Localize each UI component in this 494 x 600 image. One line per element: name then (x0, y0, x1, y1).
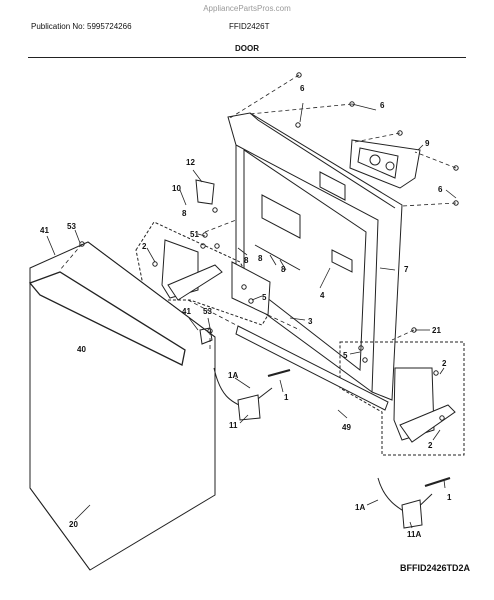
watermark: AppliancePartsPros.com (203, 4, 291, 13)
callout-label: 8 (244, 256, 249, 265)
publication-number: Publication No: 5995724266 (31, 22, 132, 31)
bottom-trim-strip (235, 325, 389, 411)
callout-label: 8 (281, 265, 286, 274)
callout-label: 20 (69, 520, 78, 529)
callout-label: 8 (182, 209, 187, 218)
detergent-dispenser (349, 139, 421, 189)
callout-label: 6 (380, 101, 385, 110)
callout-label: 2 (442, 359, 447, 368)
callout-label: 1 (284, 393, 289, 402)
callout-label: 1 (447, 493, 452, 502)
callout-label: 6 (438, 185, 443, 194)
callout-label: 21 (432, 326, 441, 335)
callout-label: 1A (355, 503, 365, 512)
callout-label: 11 (229, 421, 238, 430)
callout-label: 3 (308, 317, 313, 326)
inner-door-panel (227, 112, 403, 401)
callout-label: 10 (172, 184, 181, 193)
callout-label: 49 (342, 423, 351, 432)
diagram-code: BFFID2426TD2A (399, 563, 470, 573)
model-number: FFID2426T (229, 22, 270, 31)
callout-label: 51 (190, 230, 199, 239)
callout-labels: 6 6 9 6 12 10 8 7 53 41 2 51 8 8 8 4 5 3… (40, 84, 452, 539)
callout-label: 7 (404, 265, 409, 274)
callout-label: 6 (300, 84, 305, 93)
screws (79, 72, 459, 421)
door-switch (195, 179, 215, 205)
callout-label: 1A (228, 371, 238, 380)
right-hinge-box (339, 341, 465, 456)
callout-label: 41 (182, 307, 191, 316)
outer-door-panel (28, 241, 216, 571)
header-divider (28, 57, 466, 58)
callout-label: 9 (425, 139, 430, 148)
callout-label: 8 (258, 254, 263, 263)
callout-label: 4 (320, 291, 325, 300)
callout-label: 5 (262, 293, 267, 302)
callout-label: 2 (428, 441, 433, 450)
right-hinge-assembly (393, 367, 456, 443)
callout-label: 40 (77, 345, 86, 354)
callout-label: 53 (67, 222, 76, 231)
callout-label: 2 (142, 242, 147, 251)
right-door-cable (377, 476, 451, 529)
section-title: DOOR (235, 44, 259, 53)
callout-label: 11A (407, 530, 421, 539)
alignment-lines (59, 74, 457, 350)
leader-lines (46, 102, 457, 529)
left-door-cable (213, 367, 291, 421)
callout-label: 12 (186, 158, 195, 167)
callout-label: 53 (203, 307, 212, 316)
callout-label: 41 (40, 226, 49, 235)
callout-label: 5 (343, 351, 348, 360)
